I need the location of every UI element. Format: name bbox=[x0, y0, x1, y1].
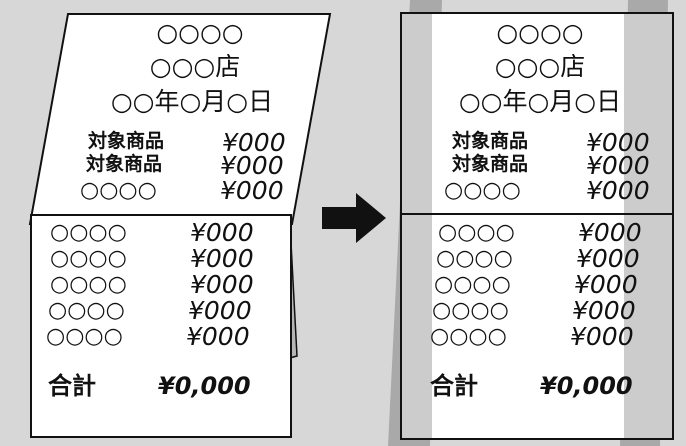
item-price: ¥000 bbox=[576, 244, 640, 273]
total-value: ¥0,000 bbox=[158, 372, 251, 400]
item-price: ¥000 bbox=[586, 176, 650, 205]
store-name-placeholder: ○○○○ bbox=[496, 18, 584, 47]
item-price: ¥000 bbox=[578, 218, 642, 247]
receipt-sheet-outline bbox=[400, 12, 674, 440]
item-name: ○○○○ bbox=[48, 298, 125, 323]
total-label: 合計 bbox=[430, 372, 478, 400]
item-name: ○○○○ bbox=[434, 272, 511, 297]
item-name: ○○○○ bbox=[50, 272, 127, 297]
item-name: ○○○○ bbox=[50, 220, 127, 245]
item-name: 対象商品 bbox=[86, 153, 163, 175]
item-name: ○○○○ bbox=[80, 178, 157, 203]
receipt-sheet-visible-area bbox=[432, 14, 624, 438]
item-price: ¥000 bbox=[190, 270, 254, 299]
item-name: ○○○○ bbox=[46, 324, 123, 349]
total-label: 合計 bbox=[48, 372, 96, 400]
item-name: 対象商品 bbox=[452, 130, 529, 152]
item-price: ¥000 bbox=[586, 128, 650, 157]
receipt-front-sheet bbox=[30, 214, 292, 438]
item-price: ¥000 bbox=[190, 244, 254, 273]
item-name: ○○○○ bbox=[430, 324, 507, 349]
item-name: ○○○○ bbox=[432, 298, 509, 323]
item-name: 対象商品 bbox=[88, 130, 165, 152]
item-price: ¥000 bbox=[188, 296, 252, 325]
item-name: ○○○○ bbox=[438, 220, 515, 245]
item-price: ¥000 bbox=[570, 322, 634, 351]
item-price: ¥000 bbox=[574, 270, 638, 299]
receipt-date: ○○年○月○日 bbox=[110, 87, 274, 116]
item-price: ¥000 bbox=[186, 322, 250, 351]
store-branch: ○○○店 bbox=[149, 52, 241, 81]
receipt-left-margin bbox=[402, 14, 432, 438]
fold-line bbox=[402, 213, 672, 215]
receipt-date: ○○年○月○日 bbox=[458, 87, 622, 116]
store-name-placeholder: ○○○○ bbox=[156, 18, 244, 47]
item-price: ¥000 bbox=[222, 128, 286, 157]
item-name: ○○○○ bbox=[50, 246, 127, 271]
item-price: ¥000 bbox=[190, 218, 254, 247]
receipt-right-margin bbox=[624, 14, 672, 438]
arrow-right-icon bbox=[322, 193, 386, 243]
store-branch: ○○○店 bbox=[494, 52, 586, 81]
item-price: ¥000 bbox=[220, 151, 284, 180]
item-price: ¥000 bbox=[572, 296, 636, 325]
item-price: ¥000 bbox=[586, 151, 650, 180]
item-name: ○○○○ bbox=[444, 178, 521, 203]
item-name: ○○○○ bbox=[436, 246, 513, 271]
item-price: ¥000 bbox=[220, 176, 284, 205]
total-value: ¥0,000 bbox=[540, 372, 633, 400]
item-name: 対象商品 bbox=[452, 153, 529, 175]
